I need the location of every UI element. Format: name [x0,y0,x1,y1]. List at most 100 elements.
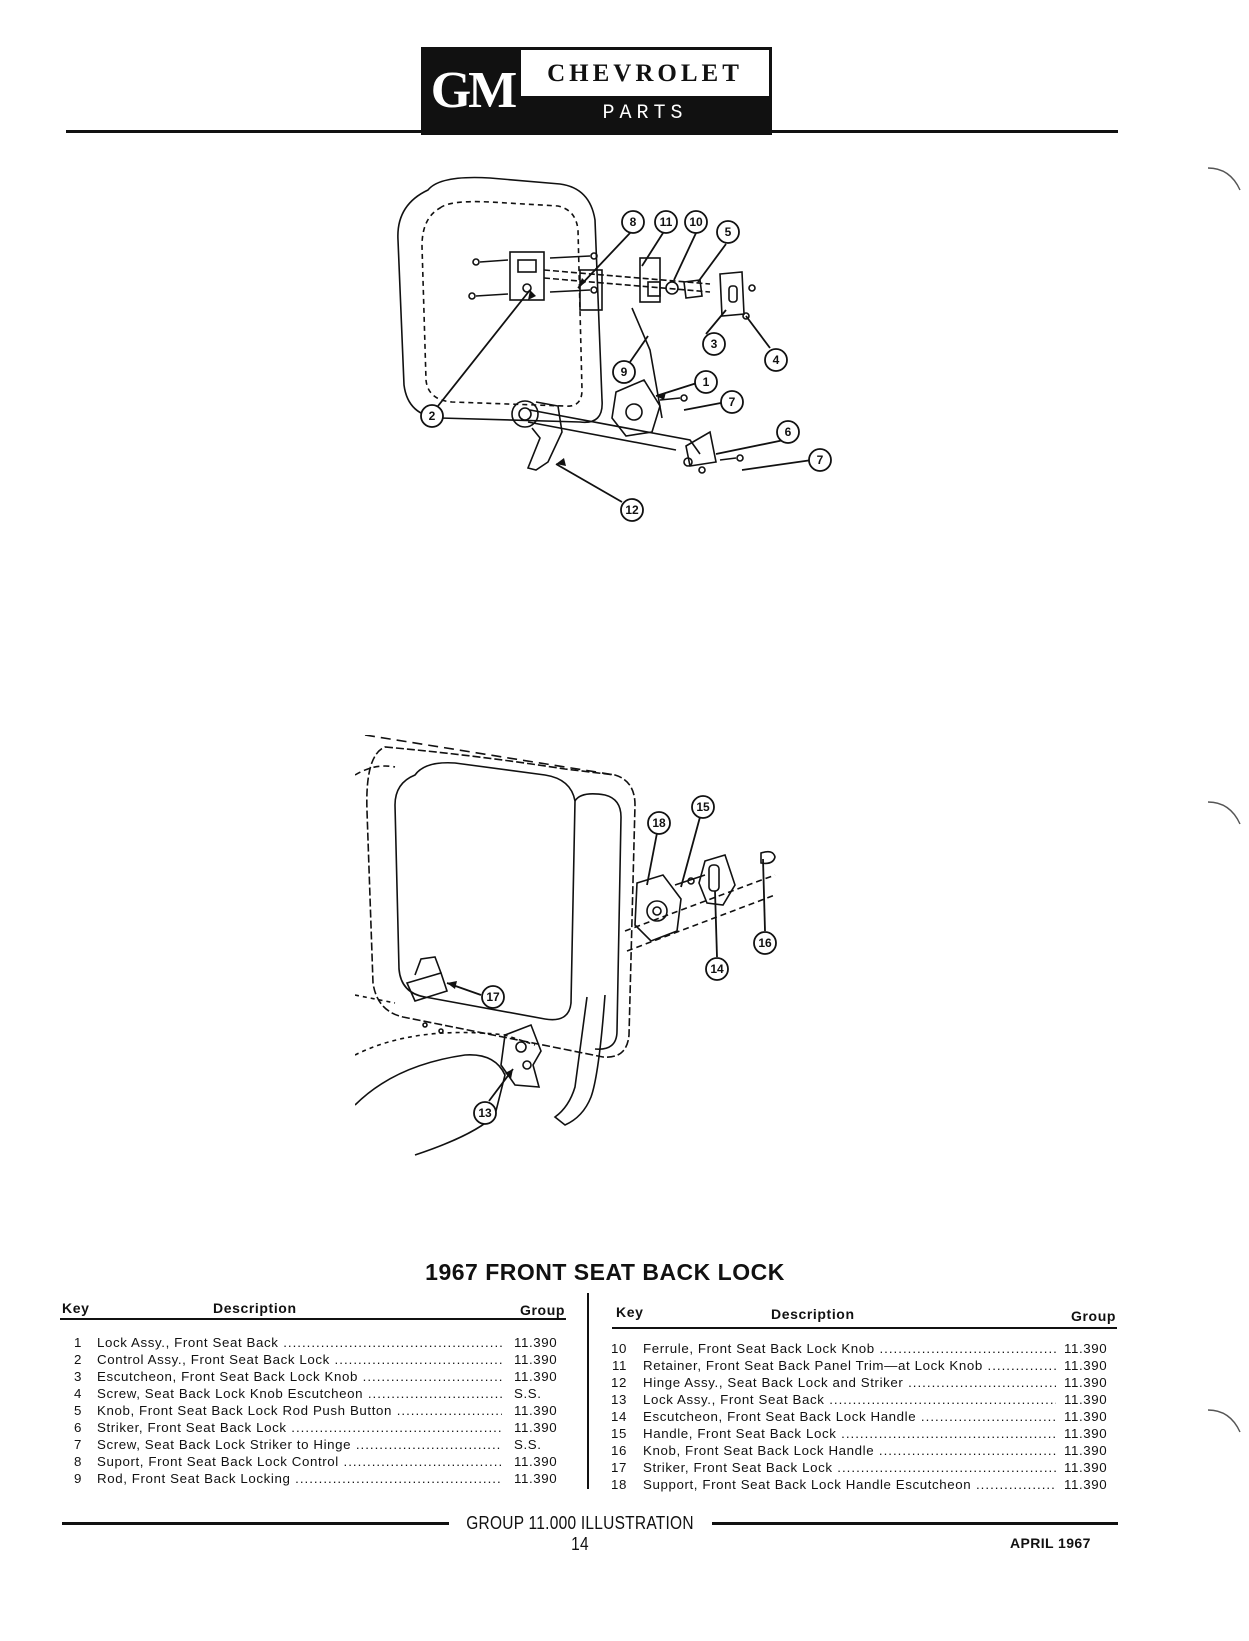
right-header-description: Description [771,1306,855,1322]
column-divider [587,1293,589,1489]
footer-rule-left [62,1522,449,1525]
row-key: 8 [74,1454,82,1469]
row-description: Lock Assy., Front Seat Back [643,1392,1056,1407]
row-description: Striker, Front Seat Back Lock [97,1420,502,1435]
row-key: 14 [611,1409,627,1424]
row-key: 13 [611,1392,627,1407]
row-key: 9 [74,1471,82,1486]
callout-13: 13 [478,1106,492,1120]
row-key: 18 [611,1477,627,1492]
right-header-rule [612,1327,1117,1329]
row-key: 3 [74,1369,82,1384]
row-key: 7 [74,1437,82,1452]
row-key: 6 [74,1420,82,1435]
row-group: 11.390 [514,1454,558,1469]
right-header-key: Key [616,1304,644,1320]
callout-7b: 7 [817,453,824,467]
callout-7a: 7 [729,395,736,409]
row-key: 10 [611,1341,627,1356]
callout-12: 12 [625,503,639,517]
gm-logo: GM [424,50,521,132]
row-group: 11.390 [1064,1477,1108,1492]
table-row: 3 Escutcheon, Front Seat Back Lock Knob … [66,1369,572,1386]
table-row: 12 Hinge Assy., Seat Back Lock and Strik… [610,1375,1120,1392]
row-key: 4 [74,1386,82,1401]
callout-9: 9 [621,365,628,379]
table-row: 15 Handle, Front Seat Back Lock 11.390 [610,1426,1120,1443]
footer-date: APRIL 1967 [1010,1535,1091,1551]
row-description: Knob, Front Seat Back Lock Handle [643,1443,1056,1458]
row-group: 11.390 [514,1471,558,1486]
row-description: Suport, Front Seat Back Lock Control [97,1454,502,1469]
callout-3: 3 [711,337,718,351]
catalogue-subtitle: PARTS CATALOGUE [521,96,769,161]
row-description: Handle, Front Seat Back Lock [643,1426,1056,1441]
row-description: Escutcheon, Front Seat Back Lock Knob [97,1369,502,1384]
row-key: 5 [74,1403,82,1418]
row-group: 11.390 [1064,1443,1108,1458]
row-group: S.S. [514,1437,542,1452]
callout-8: 8 [630,215,637,229]
table-row: 14 Escutcheon, Front Seat Back Lock Hand… [610,1409,1120,1426]
table-row: 4 Screw, Seat Back Lock Knob Escutcheon … [66,1386,572,1403]
row-description: Screw, Seat Back Lock Striker to Hinge [97,1437,502,1452]
table-row: 7 Screw, Seat Back Lock Striker to Hinge… [66,1437,572,1454]
illustration-top-seat-back-lock: 8 11 10 5 3 4 9 1 7 2 6 7 12 [397,176,832,522]
callout-6: 6 [785,425,792,439]
left-header-key: Key [62,1300,90,1316]
row-key: 2 [74,1352,82,1367]
row-group: 11.390 [1064,1392,1108,1407]
footer-rule-right [712,1522,1118,1525]
callout-18: 18 [652,816,666,830]
row-description: Hinge Assy., Seat Back Lock and Striker [643,1375,1056,1390]
page-edge-marks [1207,167,1241,1433]
row-group: 11.390 [514,1352,558,1367]
row-description: Screw, Seat Back Lock Knob Escutcheon [97,1386,502,1401]
brand-name: CHEVROLET [547,60,743,87]
right-header-group: Group [1071,1308,1116,1324]
callout-4: 4 [773,353,780,367]
callout-5: 5 [725,225,732,239]
row-description: Knob, Front Seat Back Lock Rod Push Butt… [97,1403,502,1418]
row-group: 11.390 [1064,1358,1108,1373]
callout-14: 14 [710,962,724,976]
callout-11: 11 [660,215,673,229]
row-description: Striker, Front Seat Back Lock [643,1460,1056,1475]
row-key: 16 [611,1443,627,1458]
callout-10: 10 [689,215,703,229]
row-key: 11 [611,1358,627,1373]
callout-1: 1 [703,375,710,389]
row-description: Ferrule, Front Seat Back Lock Knob [643,1341,1056,1356]
illustration-bottom-seat-back-lock: 18 15 16 14 17 13 [355,735,777,1156]
row-description: Retainer, Front Seat Back Panel Trim—at … [643,1358,1056,1373]
table-row: 18 Support, Front Seat Back Lock Handle … [610,1477,1120,1494]
row-group: 11.390 [514,1335,558,1350]
row-key: 15 [611,1426,627,1441]
table-row: 10 Ferrule, Front Seat Back Lock Knob 11… [610,1341,1120,1358]
row-description: Control Assy., Front Seat Back Lock [97,1352,502,1367]
callout-15: 15 [696,800,710,814]
row-description: Support, Front Seat Back Lock Handle Esc… [643,1477,1056,1492]
row-group: S.S. [514,1386,542,1401]
table-row: 13 Lock Assy., Front Seat Back 11.390 [610,1392,1120,1409]
row-key: 17 [611,1460,627,1475]
table-row: 8 Suport, Front Seat Back Lock Control 1… [66,1454,572,1471]
table-row: 1 Lock Assy., Front Seat Back 11.390 [66,1335,572,1352]
row-group: 11.390 [514,1369,558,1384]
table-row: 5 Knob, Front Seat Back Lock Rod Push Bu… [66,1403,572,1420]
row-group: 11.390 [514,1403,558,1418]
footer-group-illustration: GROUP 11.000 ILLUSTRATION 14 [466,1513,694,1554]
header-rule [66,130,1118,133]
row-group: 11.390 [1064,1409,1108,1424]
parts-list-title: 1967 FRONT SEAT BACK LOCK [425,1259,785,1285]
callout-17: 17 [486,990,500,1004]
callout-2: 2 [429,409,436,423]
row-group: 11.390 [1064,1426,1108,1441]
row-key: 12 [611,1375,627,1390]
row-description: Escutcheon, Front Seat Back Lock Handle [643,1409,1056,1424]
row-description: Rod, Front Seat Back Locking [97,1471,502,1486]
gm-parts-catalogue-logo: GM CHEVROLET PARTS CATALOGUE [421,47,772,161]
callout-16: 16 [758,936,772,950]
table-row: 11 Retainer, Front Seat Back Panel Trim—… [610,1358,1120,1375]
row-group: 11.390 [1064,1375,1108,1390]
